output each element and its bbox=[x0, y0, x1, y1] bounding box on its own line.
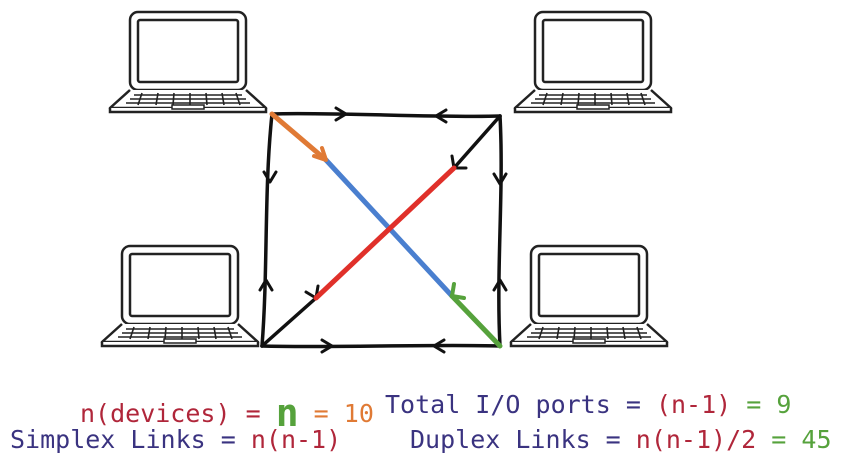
arrow-right-1 bbox=[492, 172, 508, 186]
duplex-eq: = bbox=[771, 425, 787, 454]
link-bottom bbox=[260, 343, 502, 349]
diag-orange bbox=[269, 111, 329, 163]
ports-eq: = bbox=[746, 390, 762, 419]
arrow-right-2 bbox=[492, 278, 508, 292]
link-left bbox=[260, 112, 274, 348]
ports-label: Total I/O ports = bbox=[385, 390, 641, 419]
simplex-expr: n(n-1) bbox=[250, 425, 342, 454]
arrow-bottom-1 bbox=[320, 338, 334, 354]
ports-value: 9 bbox=[776, 390, 792, 419]
formula-duplex: Duplex Links = n(n-1)/2 = 45 bbox=[410, 427, 832, 452]
duplex-value: 45 bbox=[801, 425, 832, 454]
formula-simplex: Simplex Links = n(n-1) bbox=[10, 427, 341, 452]
ports-expr: (n-1) bbox=[655, 390, 732, 419]
arrow-left-2 bbox=[258, 278, 274, 292]
link-right bbox=[497, 114, 503, 348]
link-top bbox=[270, 111, 502, 119]
duplex-expr: n(n-1)/2 bbox=[635, 425, 757, 454]
diag-black-bl bbox=[260, 296, 318, 348]
simplex-label: Simplex Links = bbox=[10, 425, 236, 454]
laptop-top-left bbox=[108, 10, 268, 114]
devices-label: n(devices) = bbox=[80, 399, 261, 428]
formula-ports: Total I/O ports = (n-1) = 9 bbox=[385, 392, 791, 417]
arrow-orange bbox=[312, 146, 328, 162]
arrow-bottom-2 bbox=[432, 338, 446, 354]
formula-devices: n(devices) = n = 10 bbox=[80, 390, 374, 432]
diag-red bbox=[313, 165, 457, 301]
devices-value: 10 bbox=[343, 399, 374, 428]
arrow-left-1 bbox=[262, 170, 278, 184]
arrow-top-2 bbox=[434, 108, 448, 124]
devices-eq: = bbox=[313, 399, 329, 428]
arrow-green bbox=[450, 282, 466, 300]
diag-green bbox=[449, 293, 503, 349]
duplex-label: Duplex Links = bbox=[410, 425, 621, 454]
laptop-bottom-left bbox=[100, 244, 260, 348]
diag-black-tr bbox=[452, 114, 502, 170]
devices-var: n bbox=[275, 391, 299, 435]
arrow-top-1 bbox=[334, 106, 348, 122]
laptop-top-right bbox=[513, 10, 673, 114]
laptop-bottom-right bbox=[509, 244, 669, 348]
